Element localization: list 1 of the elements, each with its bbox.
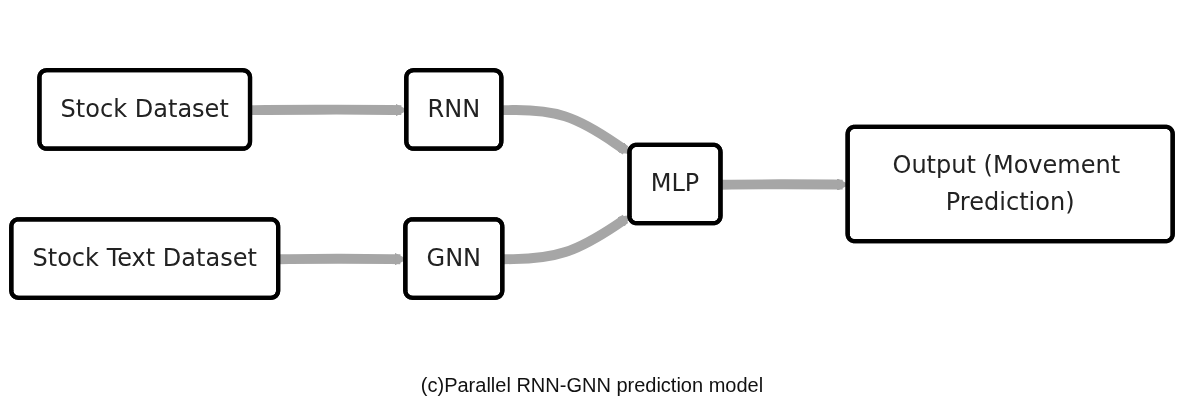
caption: (c)Parallel RNN-GNN prediction model: [420, 374, 764, 397]
